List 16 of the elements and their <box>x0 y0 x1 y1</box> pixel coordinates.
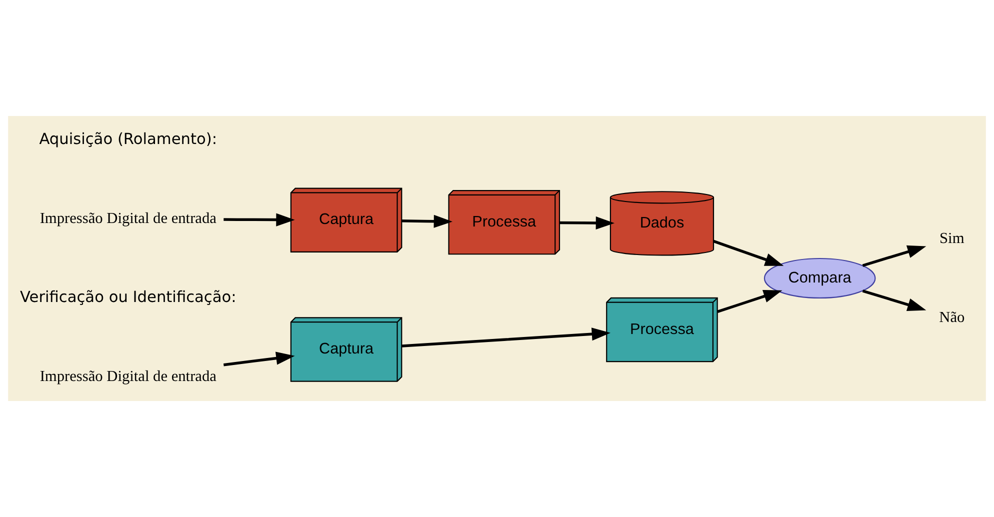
node-ellipse: Compara <box>764 258 876 298</box>
node-text: Impressão Digital de entrada <box>40 368 216 385</box>
arrow <box>224 213 295 226</box>
label: Aquisição (Rolamento): <box>39 130 218 148</box>
arrow <box>402 214 452 228</box>
arrow <box>402 328 610 348</box>
arrow <box>713 240 784 266</box>
node-text: Não <box>939 308 965 326</box>
label: Verificação ou Identificação: <box>20 288 236 306</box>
arrow <box>560 216 615 230</box>
arrow <box>223 352 295 366</box>
node-text: Impressão Digital de entrada <box>40 210 216 228</box>
node-text: Sim <box>940 230 964 247</box>
arrow <box>717 290 782 314</box>
arrow <box>862 245 926 267</box>
arrow <box>862 290 926 312</box>
